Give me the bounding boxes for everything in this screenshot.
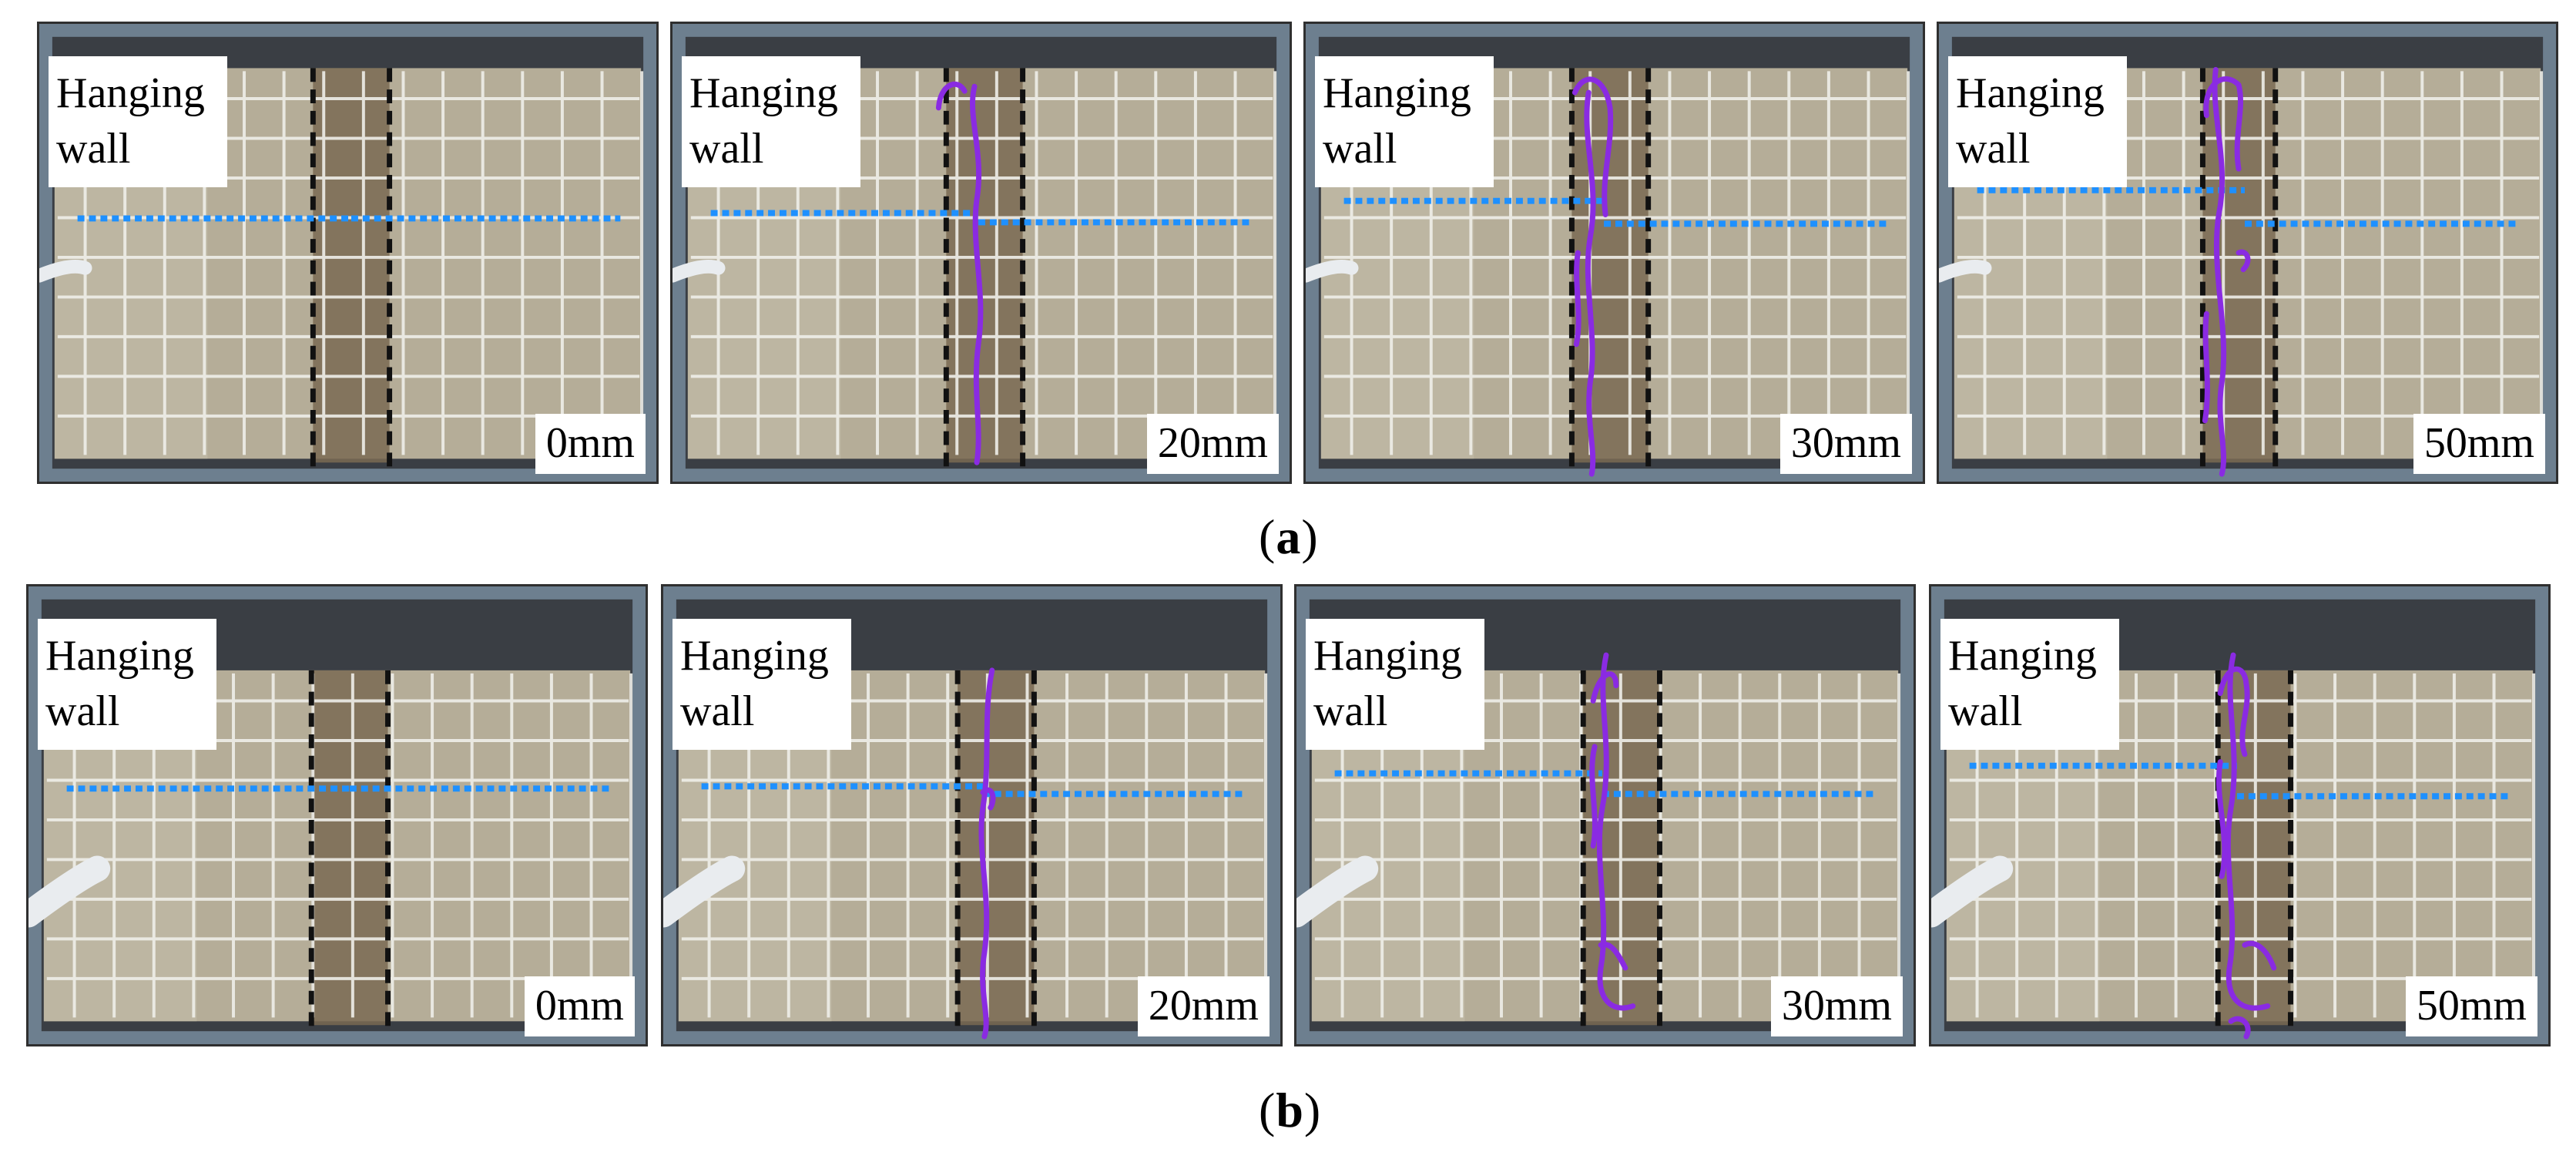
displacement-label: 0mm [535,414,646,474]
crack-trace [935,81,968,111]
hose [1939,259,1992,283]
fault-zone [313,68,390,463]
crack-trace [2202,249,2251,424]
model-photo [1939,24,2556,482]
caption-b: (b) [1259,1083,1322,1137]
fault-zone [958,670,1035,1026]
fault-zone [311,670,388,1026]
hose [673,259,726,283]
crack-trace [1589,671,1619,849]
hose [663,855,746,928]
displacement-label: 20mm [1146,414,1279,474]
crack-trace [1598,941,1628,971]
hose [29,855,111,928]
crack-trace [1573,250,1581,348]
displacement-label: 50mm [2405,976,2537,1036]
displacement-label: 20mm [1137,976,1270,1036]
crack-trace [978,667,995,1040]
hose [39,259,92,283]
displacement-label: 0mm [524,976,635,1036]
crack-trace [2225,652,2271,1011]
crack-trace [2203,76,2243,172]
grid-lines [690,71,1277,455]
grid-lines [1957,71,2544,455]
hose [1296,855,1379,928]
crack-trace [2217,666,2250,758]
displacement-label: 30mm [1770,976,1903,1036]
displacement-label: 30mm [1779,414,1912,474]
fault-zone [946,68,1023,463]
hose [1931,855,2014,928]
hose [1306,259,1359,283]
crack-trace [970,83,984,465]
crack-trace [980,787,996,811]
crack-trace [1584,89,1596,477]
crack-trace [2212,66,2227,477]
crack-trace [1571,76,1614,217]
crack-trace [2215,759,2277,1040]
displacement-label: 50mm [2413,414,2545,474]
crack-trace [1596,652,1636,1011]
caption-a: (a) [1259,509,1319,564]
